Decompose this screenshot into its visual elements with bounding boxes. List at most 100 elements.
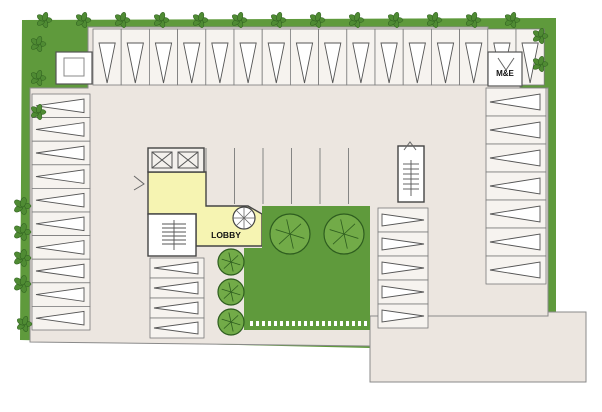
tree-branch <box>230 261 234 272</box>
stall-marker <box>183 42 201 84</box>
stall-marker <box>489 149 541 167</box>
paving-dot <box>364 321 367 326</box>
shrub-leaf <box>315 12 322 22</box>
stall-marker <box>465 42 483 84</box>
stall-marker <box>267 42 285 84</box>
shrub <box>532 56 549 72</box>
paving-dot <box>334 321 337 326</box>
shrub-leaf <box>510 12 517 22</box>
tree-branch <box>223 261 232 269</box>
tree-branch <box>228 252 232 263</box>
lobby-entry-mark <box>133 175 145 191</box>
stair-core <box>147 213 197 257</box>
shrub-leaf <box>471 12 478 22</box>
stall-marker <box>211 42 229 84</box>
stall-marker <box>153 301 199 315</box>
stalls-lower-inner <box>149 257 205 339</box>
stall-marker <box>489 93 541 111</box>
utility-room-west <box>55 51 93 85</box>
courtyard-trees <box>217 213 365 336</box>
stall-marker <box>381 285 425 299</box>
paving-dot <box>346 321 349 326</box>
paving-dot <box>340 321 343 326</box>
stall-marker <box>381 237 425 251</box>
tree-branch <box>230 321 241 326</box>
stall-marker <box>381 261 425 275</box>
tree-branch <box>228 282 232 293</box>
stall-marker <box>489 233 541 251</box>
tree-branch <box>289 233 294 249</box>
shrub <box>30 104 47 120</box>
stalls-middle-row <box>205 148 349 204</box>
shrub-leaf <box>276 12 283 22</box>
tree-branches <box>221 312 241 332</box>
stalls-top-row <box>92 28 545 86</box>
tree-branch <box>230 261 241 266</box>
stall-marker <box>489 261 541 279</box>
stall-marker <box>126 42 144 84</box>
lobby-label: LOBBY <box>211 230 241 240</box>
shrub-leaf <box>19 249 27 260</box>
spiral-stair-treads <box>233 207 255 229</box>
elevator-icons <box>151 151 199 169</box>
stall-marker <box>381 309 425 323</box>
stall-marker <box>239 42 257 84</box>
shrub-leaf <box>237 12 244 22</box>
tree-branch <box>343 223 356 235</box>
stall-marker <box>489 121 541 139</box>
shrub-leaf <box>19 275 27 286</box>
shrub <box>14 197 32 215</box>
stall-marker <box>153 321 199 335</box>
tree-branch <box>230 321 234 332</box>
stall-marker <box>154 42 173 84</box>
stall-marker <box>381 213 425 227</box>
paving-dot <box>280 321 283 326</box>
shrub-leaf <box>19 197 27 208</box>
mechanical-door-swing <box>497 57 515 71</box>
tree-branch <box>278 233 291 245</box>
tree-branch <box>221 288 232 293</box>
perimeter-shrubs <box>14 12 549 332</box>
shrub <box>30 70 47 86</box>
shrub-leaf <box>538 56 545 66</box>
stall-marker <box>153 281 199 295</box>
tree-branch <box>286 219 291 235</box>
stall-marker <box>35 287 85 302</box>
tree-branches <box>221 252 241 272</box>
stall-marker <box>153 261 199 275</box>
paving-dot <box>322 321 325 326</box>
paving-dots <box>250 321 367 326</box>
shrub <box>504 12 521 28</box>
shrub <box>14 223 32 241</box>
tree-branches <box>221 282 241 302</box>
stall-marker <box>295 42 314 84</box>
shrub-leaf <box>120 12 127 22</box>
shrub-leaf <box>538 28 545 38</box>
mechanical-label: M&E <box>496 69 514 78</box>
paving-dot <box>286 321 289 326</box>
tree-branch <box>340 219 345 235</box>
tree-branch <box>228 312 232 323</box>
stall-marker <box>35 216 85 232</box>
paving-dot <box>310 321 313 326</box>
paving-band <box>246 318 370 328</box>
shrub-leaf <box>36 36 43 46</box>
shrub-leaf <box>393 12 400 22</box>
shrub <box>387 12 404 28</box>
shrub <box>14 275 32 293</box>
shrub <box>36 12 53 28</box>
shrub-leaf <box>354 12 361 22</box>
tree-branch <box>223 321 232 329</box>
shrub <box>16 316 33 332</box>
mechanical-room <box>487 51 523 87</box>
stall-marker <box>352 42 370 84</box>
shrub <box>465 12 482 28</box>
shrub-leaf <box>36 70 43 80</box>
tree-branch <box>230 285 239 293</box>
stall-marker <box>98 42 116 84</box>
shrub-leaf <box>81 12 88 22</box>
shrub <box>348 12 365 28</box>
tree-branches <box>275 219 305 249</box>
tree-branch <box>230 291 234 302</box>
